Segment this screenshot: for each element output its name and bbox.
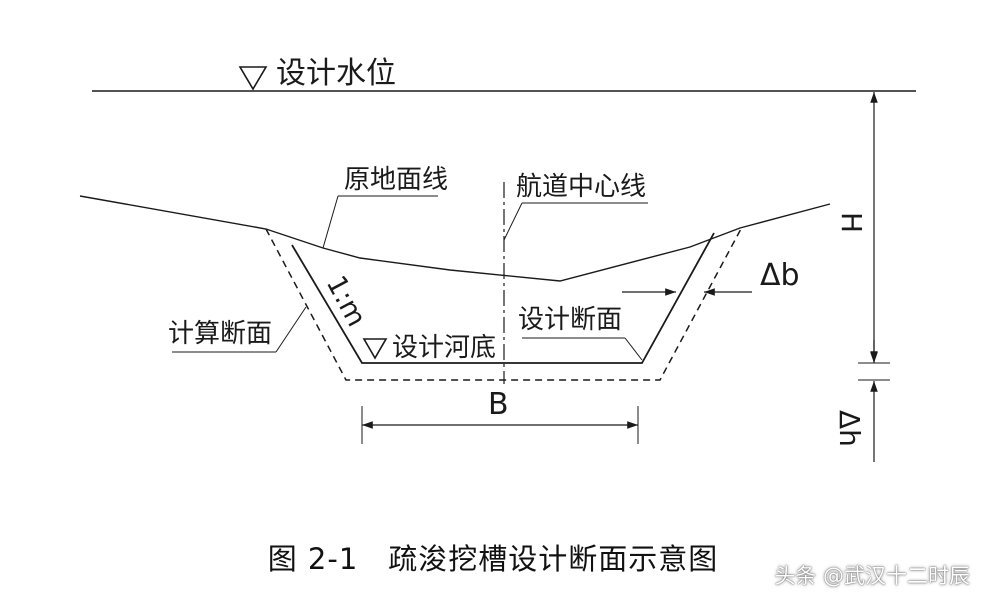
calculated-section-leader-tail — [275, 306, 307, 353]
design-section — [291, 232, 715, 364]
delta-h-label: Δh — [833, 410, 866, 447]
slope-label: 1:m — [320, 271, 372, 332]
calculated-section-label: 计算断面 — [168, 319, 272, 349]
river-bottom-symbol — [362, 338, 388, 360]
centerline-leader — [503, 202, 523, 241]
design-section-leader-tail — [624, 337, 643, 361]
water-level-symbol — [238, 66, 268, 91]
design-river-bottom-label: 设计河底 — [392, 333, 496, 363]
depth-h-label: H — [835, 212, 868, 233]
original-ground-line — [79, 195, 831, 282]
delta-b-label: Δb — [760, 258, 800, 293]
design-water-level-label: 设计水位 — [276, 56, 396, 91]
channel-centerline-label: 航道中心线 — [516, 172, 646, 202]
original-ground-leader — [322, 195, 339, 249]
watermark: 头条 @武汉十二时辰 — [774, 564, 970, 588]
original-ground-label: 原地面线 — [344, 165, 448, 195]
figure-caption: 图 2-1 疏浚挖槽设计断面示意图 — [267, 542, 719, 576]
design-section-label: 设计断面 — [518, 305, 622, 335]
calculated-section — [265, 226, 743, 381]
width-b-label: B — [488, 387, 509, 422]
